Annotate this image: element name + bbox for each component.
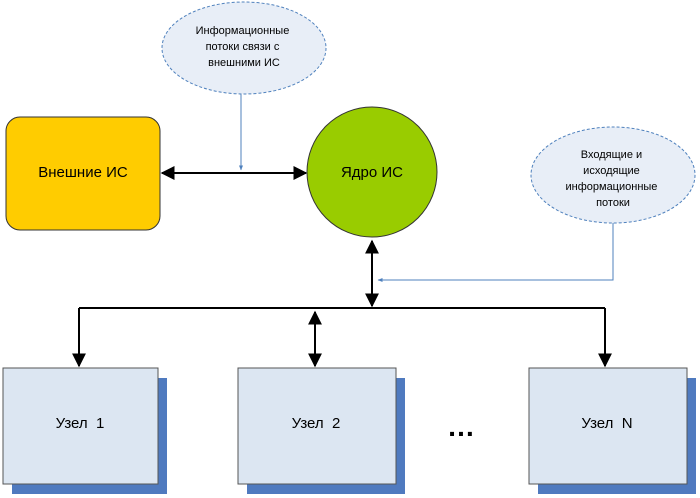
in-out-flows-line: исходящие — [583, 165, 640, 177]
external-flows-line: потоки связи с — [206, 41, 280, 53]
external-flows-line: внешними ИС — [208, 57, 280, 69]
in-out-flows-pointer — [377, 223, 614, 282]
node-1-box: Узел 1 — [2, 367, 167, 494]
in-out-flows-callout: Входящие и исходящие информационные пото… — [377, 126, 696, 282]
in-out-flows-bubble — [530, 126, 696, 224]
core-is-circle: Ядро ИС — [306, 106, 438, 238]
node-2-box: Узел 2 — [237, 367, 405, 494]
in-out-flows-line: Входящие и — [581, 149, 642, 161]
node-1-label: Узел 1 — [56, 415, 105, 432]
external-flows-callout: Информационные потоки связи с внешними И… — [161, 1, 327, 171]
node-n-box: Узел N — [528, 367, 696, 494]
external-is-box: Внешние ИС — [5, 116, 161, 231]
external-flows-bubble — [161, 1, 327, 95]
external-flows-line: Информационные — [196, 25, 290, 37]
node-2-label: Узел 2 — [292, 415, 341, 432]
in-out-flows-line: потоки — [596, 197, 630, 209]
core-is-label: Ядро ИС — [341, 164, 403, 181]
ellipsis-label: … — [447, 411, 475, 442]
node-n-label: Узел N — [581, 415, 632, 432]
external-is-label: Внешние ИС — [38, 164, 128, 181]
external-flows-text: Информационные потоки связи с внешними И… — [196, 25, 293, 69]
in-out-flows-text: Входящие и исходящие информационные пото… — [566, 149, 661, 209]
in-out-flows-line: информационные — [566, 181, 658, 193]
